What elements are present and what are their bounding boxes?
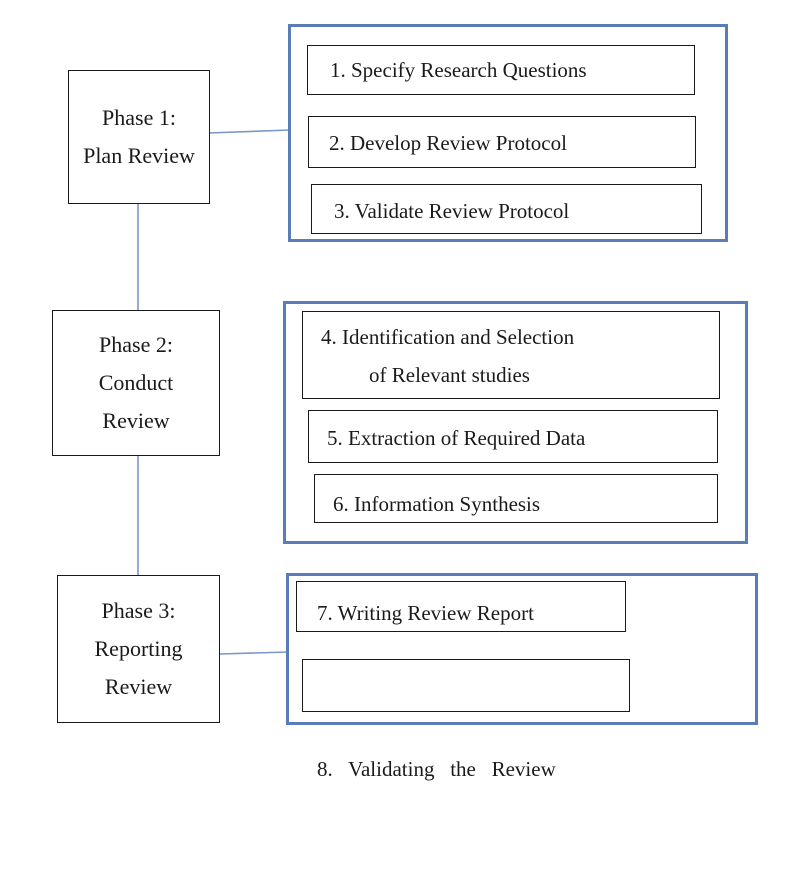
step-2-box: 2. Develop Review Protocol [308,116,696,168]
phase-3-subtitle-line2: Review [104,674,173,699]
phase-3-title: Phase 3: [101,598,176,623]
step-4-label-line2: of Relevant studies [369,363,530,387]
step-8-box: 8. Validating the Review [302,659,630,781]
phase-2-title: Phase 2: [99,332,173,357]
phase-3-subtitle-line1: Reporting [94,636,183,661]
step-4-box: 4. Identification and Selection of Relev… [302,311,720,399]
phase-2-subtitle-line1: Conduct [98,370,174,395]
review-process-diagram: Phase 1: Plan Review Phase 2: Conduct Re… [52,24,758,781]
connector-phase3-to-group3 [219,651,289,655]
step-7-label: 7. Writing Review Report [317,601,534,625]
phase-2-box: Phase 2: Conduct Review [52,310,220,456]
connector-lines [137,129,291,655]
phase-1-title: Phase 1: [102,105,176,130]
step-7-box: 7. Writing Review Report [296,581,626,632]
step-1-label: 1. Specify Research Questions [330,58,587,82]
step-3-box: 3. Validate Review Protocol [311,184,702,234]
step-5-box: 5. Extraction of Required Data [308,410,718,463]
step-5-label: 5. Extraction of Required Data [327,426,586,450]
phase-1-subtitle: Plan Review [83,143,195,168]
step-3-label: 3. Validate Review Protocol [334,199,570,223]
phase-3-box: Phase 3: Reporting Review [57,575,220,723]
step-2-label: 2. Develop Review Protocol [329,131,567,155]
step-4-label-line1: 4. Identification and Selection [321,325,575,349]
phase-2-subtitle-line2: Review [102,408,170,433]
step-8-label: 8. Validating the Review [317,757,556,781]
connector-phase1-to-group1 [208,129,291,134]
step-6-label: 6. Information Synthesis [333,492,541,516]
step-1-box: 1. Specify Research Questions [307,45,695,95]
step-6-box: 6. Information Synthesis [314,474,718,523]
phase-1-box: Phase 1: Plan Review [68,70,210,204]
